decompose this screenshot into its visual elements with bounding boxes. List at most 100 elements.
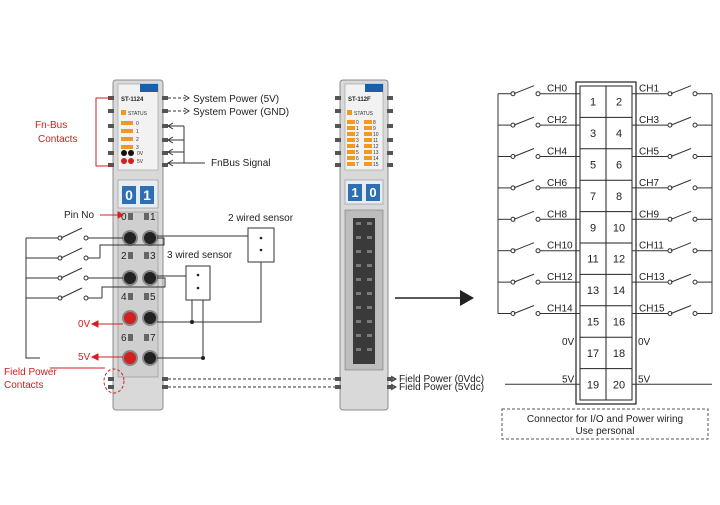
pin-number-6: 6 [616, 160, 622, 172]
fnbus-signal-label: FnBus Signal [211, 158, 270, 169]
pin-number-20: 20 [613, 379, 625, 391]
switch-CH9 [670, 210, 692, 220]
supply-dot-5v [121, 158, 127, 164]
channel-label-CH3: CH3 [639, 115, 659, 126]
pin-number-19: 19 [587, 379, 599, 391]
switch-CH6 [513, 179, 535, 189]
display-digit-1: 1 [143, 187, 151, 203]
switch-CH11 [670, 242, 692, 252]
terminal-number-7: 7 [150, 333, 156, 344]
field-power-contacts-label-2: Contacts [4, 380, 43, 391]
connector-caption: Connector for I/O and Power wiring Use p… [501, 408, 709, 440]
middle-connector-socket [353, 218, 375, 364]
led-number-1: 1 [136, 129, 139, 135]
pin-number-18: 18 [613, 348, 625, 360]
supply-dot-0v [121, 150, 127, 156]
switch-CH3 [670, 116, 692, 126]
svg-text:14: 14 [373, 156, 379, 162]
channel-label-CH7: CH7 [639, 178, 659, 189]
svg-text:1: 1 [356, 126, 359, 132]
switch-CH2 [513, 116, 535, 126]
supply-label-0v: 0V [137, 151, 144, 157]
svg-text:8: 8 [373, 120, 376, 126]
svg-text:10: 10 [373, 132, 379, 138]
channel-label-CH10: CH10 [547, 241, 573, 252]
field-power-contacts-label-1: Field Power [4, 367, 57, 378]
channel-label-CH6: CH6 [547, 178, 567, 189]
led-3 [121, 145, 133, 149]
svg-text:13: 13 [373, 150, 379, 156]
caption-line-1: Connector for I/O and Power wiring [527, 414, 683, 425]
pin-number-11: 11 [587, 254, 598, 266]
svg-text:0: 0 [356, 120, 359, 126]
channel-label-CH2: CH2 [547, 115, 567, 126]
pin-number-14: 14 [613, 285, 625, 297]
switch-CH14 [513, 305, 535, 314]
terminal-holes [122, 230, 158, 366]
middle-status-led [347, 110, 352, 115]
terminal-number-3: 3 [150, 251, 156, 262]
zero-v-label: 0V [78, 319, 91, 330]
middle-io-module: ST-112F STATUS 0 8 1 9 2 10 3 11 4 12 5 … [335, 79, 393, 411]
svg-text:3: 3 [356, 138, 359, 144]
middle-display-digit-0: 1 [351, 185, 358, 200]
svg-text:12: 12 [373, 144, 379, 150]
svg-text:15: 15 [373, 162, 379, 168]
svg-text:5: 5 [356, 150, 359, 156]
power-label-left-5V: 5V [562, 374, 575, 385]
pin-number-15: 15 [587, 317, 599, 329]
switch-CH12 [513, 273, 535, 283]
channel-label-CH5: CH5 [639, 147, 659, 158]
switch-CH8 [513, 210, 535, 220]
pin-number-17: 17 [587, 348, 599, 360]
pin-number-9: 9 [590, 222, 596, 234]
pin-number-5: 5 [590, 160, 596, 172]
system-power-gnd-label: System Power (GND) [193, 107, 289, 118]
power-label-right-0V: 0V [638, 337, 651, 348]
switch-CH15 [670, 305, 692, 314]
pin-number-4: 4 [616, 128, 622, 140]
channel-label-CH0: CH0 [547, 84, 567, 95]
display-digit-0: 0 [125, 187, 133, 203]
terminal-number-2: 2 [121, 251, 127, 262]
led-number-0: 0 [136, 121, 139, 127]
led-1 [121, 129, 133, 133]
field-power-0vdc-label: Field Power (0Vdc) [399, 374, 484, 385]
system-power-arrows [168, 94, 190, 115]
switch-CH5 [670, 148, 692, 157]
supply-label-5v: 5V [137, 159, 144, 165]
pin-no-label: Pin No [64, 210, 94, 221]
svg-text:7: 7 [356, 162, 359, 168]
middle-led-bank: 0 8 1 9 2 10 3 11 4 12 5 13 6 14 7 15 [347, 120, 379, 168]
five-v-label: 5V [78, 352, 91, 363]
fnbus-contacts-label-1: Fn-Bus [35, 120, 67, 131]
caption-line-2: Use personal [576, 426, 635, 437]
middle-module-status: STATUS [354, 111, 374, 117]
pin-number-1: 1 [590, 97, 596, 109]
channel-label-CH1: CH1 [639, 84, 659, 95]
switch-CH13 [670, 273, 692, 283]
three-wired-sensor-label: 3 wired sensor [167, 250, 233, 261]
pin-number-12: 12 [613, 254, 625, 266]
terminal-number-1: 1 [150, 212, 156, 223]
channel-label-CH14: CH14 [547, 304, 573, 315]
two-wired-sensor [247, 227, 275, 263]
field-power-5vdc-label: Field Power (5Vdc) [399, 382, 484, 393]
pin-number-13: 13 [587, 285, 599, 297]
pin-number-16: 16 [613, 317, 625, 329]
fnbus-signal-lines [167, 122, 205, 167]
led-0 [121, 121, 133, 125]
switch-CH4 [513, 148, 535, 157]
led-number-3: 3 [136, 145, 139, 151]
pin-number-8: 8 [616, 191, 622, 203]
channel-label-CH11: CH11 [639, 241, 664, 252]
channel-label-CH13: CH13 [639, 272, 665, 283]
led-2 [121, 137, 133, 141]
status-led [121, 110, 126, 115]
pin-number-7: 7 [590, 191, 596, 203]
system-power-5v-label: System Power (5V) [193, 94, 279, 105]
middle-module-model: ST-112F [348, 97, 371, 103]
